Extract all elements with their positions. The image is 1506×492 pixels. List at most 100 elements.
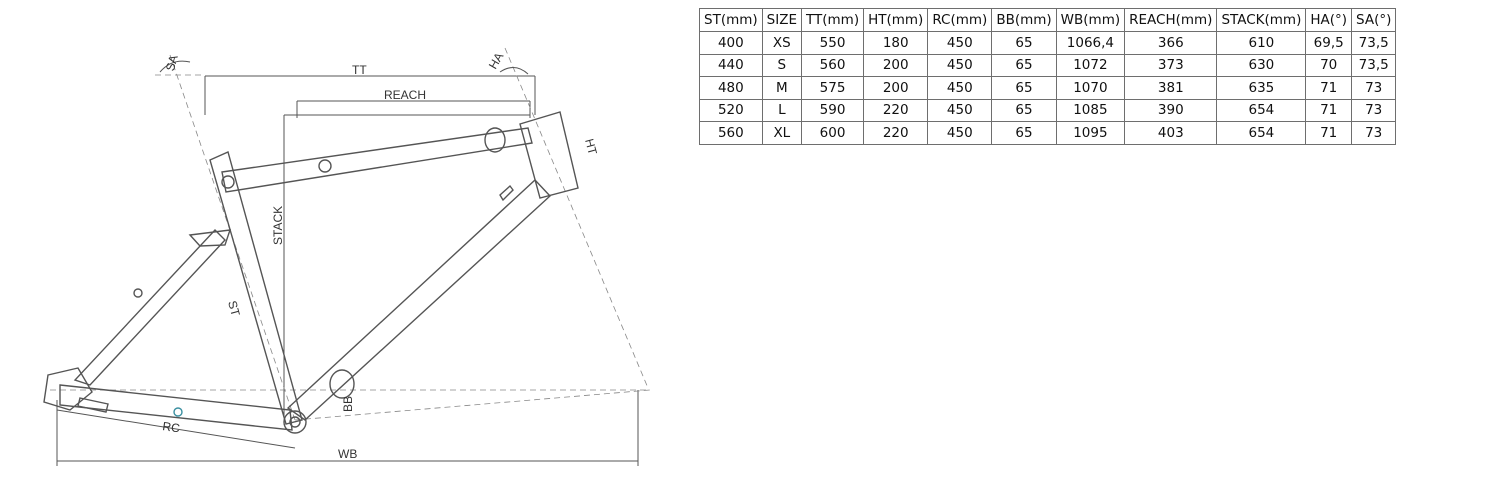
table-cell: 200 [863, 76, 929, 100]
table-cell: 65 [991, 53, 1057, 77]
angle-arcs [159, 60, 529, 75]
table-row: 400 XS 550 180 450 65 1066,4 366 610 69,… [699, 31, 1397, 55]
top-tube [221, 127, 533, 193]
header-size: SIZE [761, 8, 803, 32]
stack-label: STACK [271, 206, 285, 245]
table-row: 480 M 575 200 450 65 1070 381 635 71 73 [699, 76, 1397, 100]
construction-lines [50, 47, 651, 421]
table-cell: 635 [1216, 76, 1307, 100]
table-cell: 400 [699, 31, 763, 55]
table-cell: 450 [927, 76, 993, 100]
tt-label: TT [352, 63, 367, 77]
table-cell: 73 [1351, 76, 1397, 100]
ht-label: HT [582, 137, 600, 157]
chain-stay [59, 384, 293, 431]
wb-label: WB [338, 447, 357, 461]
geometry-table: ST(mm) SIZE TT(mm) HT(mm) RC(mm) BB(mm) … [699, 8, 1397, 145]
header-reach: REACH(mm) [1124, 8, 1218, 32]
table-cell: 71 [1305, 121, 1353, 145]
st-label: ST [225, 299, 243, 318]
head-tube [519, 111, 579, 199]
table-cell: 65 [991, 76, 1057, 100]
table-cell: 366 [1124, 31, 1218, 55]
table-cell: 69,5 [1305, 31, 1353, 55]
table-cell: 590 [800, 98, 865, 122]
table-cell: 560 [800, 53, 865, 77]
table-cell: 654 [1216, 121, 1307, 145]
table-cell: 1095 [1055, 121, 1126, 145]
table-cell: 480 [699, 76, 763, 100]
rc-dimension-line [56, 409, 296, 449]
header-tt: TT(mm) [800, 8, 865, 32]
table-cell: 450 [927, 53, 993, 77]
table-cell: 390 [1124, 98, 1218, 122]
table-cell: 71 [1305, 76, 1353, 100]
table-cell: 550 [800, 31, 865, 55]
reach-label: REACH [384, 88, 426, 102]
header-bb: BB(mm) [991, 8, 1057, 32]
table-cell: L [761, 98, 803, 122]
table-cell: 180 [863, 31, 929, 55]
header-stack: STACK(mm) [1216, 8, 1307, 32]
header-ha: HA(°) [1305, 8, 1353, 32]
table-cell: 220 [863, 121, 929, 145]
header-wb: WB(mm) [1055, 8, 1126, 32]
frame-tubes [43, 111, 579, 434]
table-cell: 600 [800, 121, 865, 145]
table-cell: 65 [991, 98, 1057, 122]
table-cell: XL [761, 121, 803, 145]
table-cell: 450 [927, 31, 993, 55]
table-cell: 610 [1216, 31, 1307, 55]
table-cell: 450 [927, 121, 993, 145]
table-cell: 450 [927, 98, 993, 122]
ha-arc [499, 67, 529, 75]
down-tube [286, 179, 551, 421]
ha-label: HA [486, 50, 506, 71]
table-cell: 1070 [1055, 76, 1126, 100]
table-cell: 381 [1124, 76, 1218, 100]
header-ht: HT(mm) [863, 8, 929, 32]
table-cell: 65 [991, 31, 1057, 55]
sa-arc [159, 60, 191, 73]
table-row: 520 L 590 220 450 65 1085 390 654 71 73 [699, 98, 1397, 122]
table-cell: 1066,4 [1055, 31, 1126, 55]
header-rc: RC(mm) [927, 8, 993, 32]
table-cell: 73 [1351, 98, 1397, 122]
table-cell: 65 [991, 121, 1057, 145]
head-angle-line [504, 47, 649, 389]
table-header-row: ST(mm) SIZE TT(mm) HT(mm) RC(mm) BB(mm) … [699, 8, 1397, 32]
bb-label: BB [341, 396, 355, 412]
table-cell: 520 [699, 98, 763, 122]
table-cell: 403 [1124, 121, 1218, 145]
table-cell: 70 [1305, 53, 1353, 77]
seat-tube [209, 151, 303, 425]
table-cell: XS [761, 31, 803, 55]
table-cell: 560 [699, 121, 763, 145]
table-cell: 440 [699, 53, 763, 77]
seat-stay [73, 228, 226, 386]
table-cell: 73,5 [1351, 53, 1397, 77]
table-cell: 575 [800, 76, 865, 100]
bike-frame-diagram: SA HA TT REACH STACK ST HT RC BB WB [43, 47, 651, 466]
table-cell: 200 [863, 53, 929, 77]
header-sa: SA(°) [1351, 8, 1397, 32]
bottom-bracket [283, 410, 307, 434]
table-cell: 73 [1351, 121, 1397, 145]
table-row: 440 S 560 200 450 65 1072 373 630 70 73,… [699, 53, 1397, 77]
rc-label: RC [162, 419, 181, 435]
table-cell: S [761, 53, 803, 77]
table-cell: 630 [1216, 53, 1307, 77]
table-row: 560 XL 600 220 450 65 1095 403 654 71 73 [699, 121, 1397, 145]
table-cell: 73,5 [1351, 31, 1397, 55]
table-cell: M [761, 76, 803, 100]
dropout [43, 367, 93, 411]
table-cell: 654 [1216, 98, 1307, 122]
sa-label: SA [163, 53, 181, 72]
dimension-lines [56, 75, 639, 466]
table-cell: 373 [1124, 53, 1218, 77]
dimension-labels: SA HA TT REACH STACK ST HT RC BB WB [162, 50, 600, 461]
table-cell: 1085 [1055, 98, 1126, 122]
table-cell: 220 [863, 98, 929, 122]
header-st: ST(mm) [699, 8, 763, 32]
table-cell: 71 [1305, 98, 1353, 122]
